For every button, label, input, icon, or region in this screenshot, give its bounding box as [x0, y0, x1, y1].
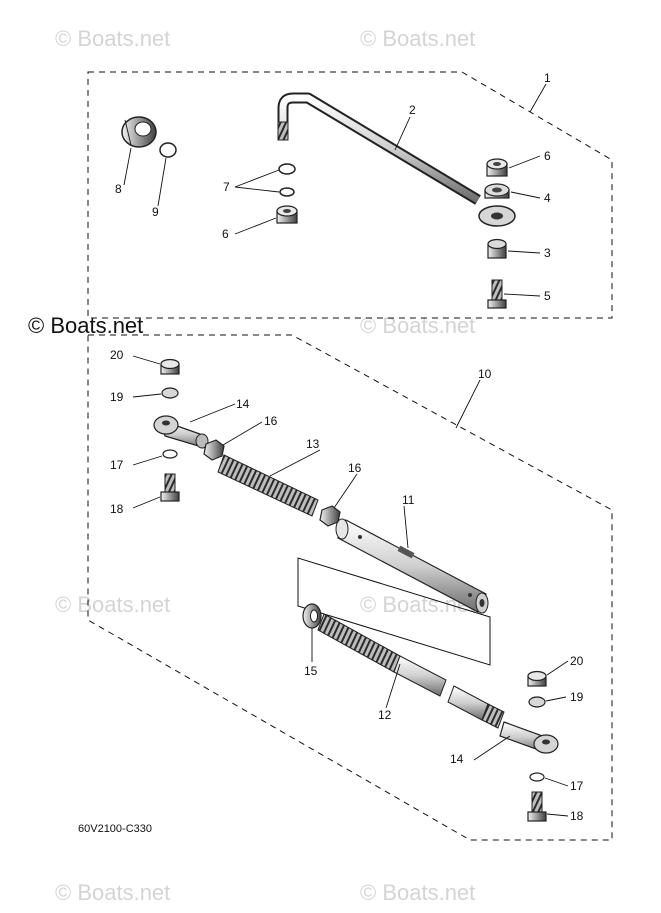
callout-17-left: 17 — [110, 458, 124, 472]
bushing-part-4 — [484, 183, 510, 199]
threaded-rod-part-13 — [217, 454, 319, 517]
nut-part-20-right — [527, 670, 547, 687]
callout-13: 13 — [306, 437, 320, 451]
subassembly-outline — [297, 557, 491, 666]
callout-6-right: 6 — [544, 149, 551, 163]
watermark-mid-left: © Boats.net — [28, 313, 143, 338]
nut-part-6-right — [486, 158, 508, 177]
o-ring-part-9 — [159, 142, 177, 158]
bolt-part-5 — [487, 279, 507, 309]
washer-part-17-left — [162, 449, 178, 459]
nut-part-15 — [302, 603, 322, 629]
callout-12: 12 — [378, 708, 392, 722]
callout-17-right: 17 — [570, 779, 584, 793]
callout-15: 15 — [304, 664, 318, 678]
washer-part-19-right — [528, 696, 546, 708]
callout-4: 4 — [544, 191, 551, 205]
watermark-mid-right: © Boats.net — [360, 313, 475, 338]
tube-part-11 — [335, 518, 489, 614]
callout-14-lower: 14 — [450, 752, 464, 766]
watermark-top-left: © Boats.net — [55, 26, 170, 51]
watermark-bottom-right: © Boats.net — [360, 880, 475, 905]
nut-part-16-upper — [203, 439, 225, 461]
leader-lines — [123, 83, 569, 817]
callout-18-right: 18 — [570, 809, 584, 823]
callout-6-left: 6 — [222, 227, 229, 241]
nut-part-6-left — [276, 205, 298, 224]
nut-part-20-left — [160, 358, 180, 375]
callout-1: 1 — [544, 71, 551, 85]
rod-end-part-14-left — [153, 415, 209, 449]
callout-3: 3 — [544, 246, 551, 260]
bolt-part-18-left — [160, 473, 180, 502]
watermark-top-right: © Boats.net — [360, 26, 475, 51]
group-outline-10 — [87, 334, 613, 841]
callout-11: 11 — [402, 493, 415, 507]
bolt-part-18-right — [527, 791, 547, 822]
diagram-code: 60V2100-C330 — [78, 823, 152, 835]
callout-19-right: 19 — [570, 690, 584, 704]
callout-2: 2 — [409, 103, 416, 117]
washer-part-19-left — [161, 387, 179, 399]
callout-9: 9 — [152, 205, 159, 219]
washer-part-7-upper — [278, 163, 296, 175]
washer-part-7-lower — [279, 187, 295, 197]
callout-14-upper: 14 — [236, 397, 250, 411]
callout-8: 8 — [115, 182, 122, 196]
callout-16-lower: 16 — [348, 461, 362, 475]
drag-link-rod — [277, 92, 516, 227]
callout-5: 5 — [544, 289, 551, 303]
callout-7: 7 — [223, 180, 230, 194]
callout-10: 10 — [478, 367, 492, 381]
callout-20-left: 20 — [110, 348, 124, 362]
watermark-lower-left: © Boats.net — [55, 592, 170, 617]
group-outline-1 — [87, 71, 613, 319]
washer-part-17-right — [529, 772, 545, 782]
threaded-rod-part-12 — [317, 613, 505, 729]
callout-18-left: 18 — [110, 502, 124, 516]
watermark-bottom-left: © Boats.net — [55, 880, 170, 905]
callout-19-left: 19 — [110, 390, 124, 404]
callout-16-upper: 16 — [264, 414, 278, 428]
callout-20-right: 20 — [570, 654, 584, 668]
nut-part-8 — [121, 116, 157, 148]
rod-end-part-14-right — [499, 721, 559, 754]
collar-part-3 — [487, 238, 507, 259]
